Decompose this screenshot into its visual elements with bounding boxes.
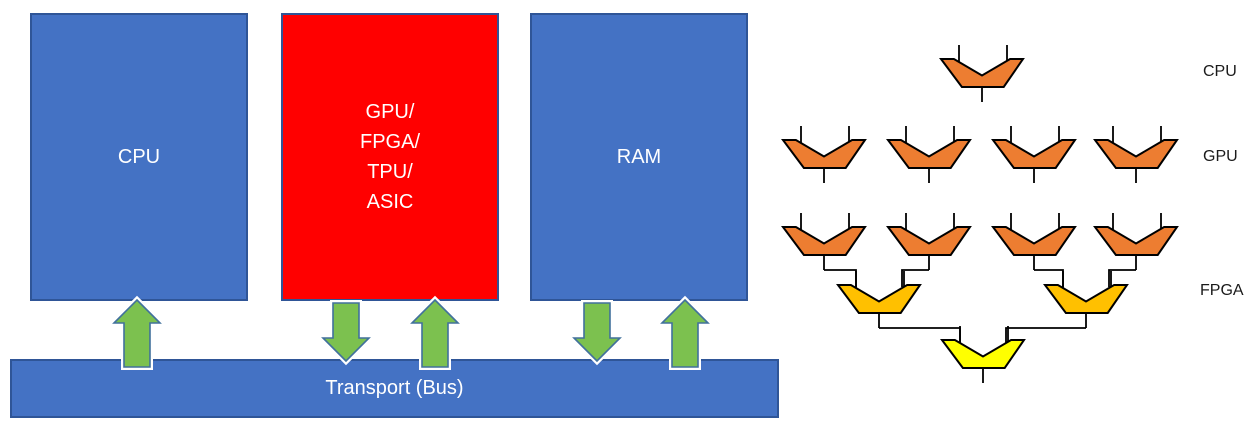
arrow-up-bus-to-ram [660,298,710,368]
adder-funnel-fpga-root [941,325,1025,384]
adder-funnel-cpu [940,44,1024,103]
adder-funnel-fpga-l1 [992,212,1076,271]
tree-row-label-fpga: FPGA [1200,282,1244,299]
adder-funnel-fpga-l2 [1044,270,1128,329]
arrow-halo [404,295,466,370]
arrow-halo [106,295,168,370]
arrow-halo [566,300,628,366]
tree-connector [824,269,857,287]
arrow-halo [315,300,377,366]
adder-funnel-gpu [992,125,1076,184]
arrow-down-ram-to-bus [572,302,622,363]
adder-funnel-gpu [782,125,866,184]
tree-connector [1034,269,1064,287]
arrow-up-cpu-to-bus [112,298,162,368]
adder-funnel-fpga-l1 [1094,212,1178,271]
adder-funnel-gpu [887,125,971,184]
tree-connector [1108,269,1136,287]
accelerator-block-label: GPU/ FPGA/ TPU/ ASIC [360,97,420,217]
accelerator-line-gpu: GPU/ [365,101,415,123]
arrow-halo [654,295,716,370]
ram-block: RAM [530,13,748,301]
cpu-block-label: CPU [117,145,161,168]
tree-connector [1005,327,1086,344]
adder-funnel-fpga-l1 [887,212,971,271]
adder-funnel-fpga-l2 [837,270,921,329]
fpga-tree-connectors [824,269,1136,344]
tree-row-label-gpu: GPU [1203,148,1238,165]
accelerator-line-asic: ASIC [366,191,414,213]
accelerator-line-tpu: TPU/ [367,161,413,183]
tree-connector [879,327,961,344]
accelerator-block: GPU/ FPGA/ TPU/ ASIC [281,13,499,301]
accelerator-line-fpga: FPGA/ [359,131,420,153]
arrow-up-bus-to-accelerator [410,298,460,368]
arrow-down-accelerator-to-bus [321,302,371,363]
tree-row-label-cpu: CPU [1203,63,1237,80]
tree-connector [901,269,929,287]
adder-funnel-gpu [1094,125,1178,184]
transport-bus-bar: Transport (Bus) [10,359,779,418]
ram-block-label: RAM [616,145,662,168]
transport-bus-label: Transport (Bus) [325,377,464,399]
adder-funnel-fpga-l1 [782,212,866,271]
cpu-block: CPU [30,13,248,301]
arrow-halos [106,295,716,370]
